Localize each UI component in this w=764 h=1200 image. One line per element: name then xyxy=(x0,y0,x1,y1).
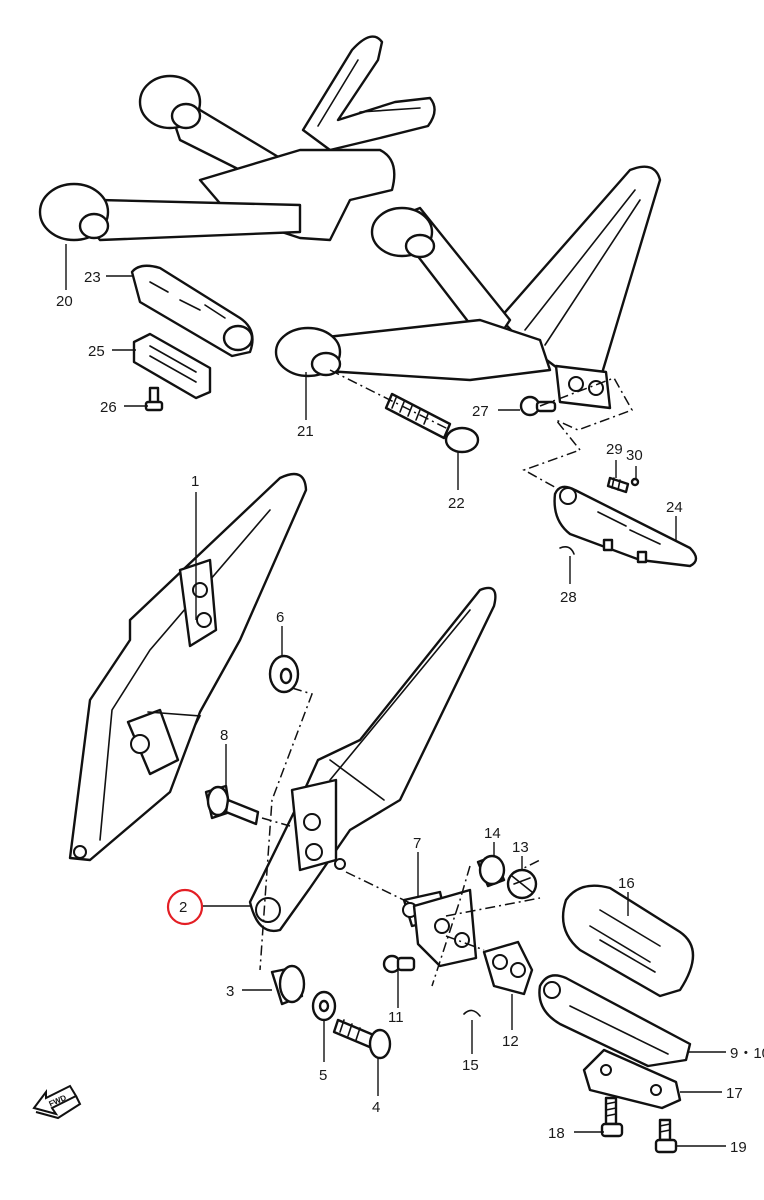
footpeg-rubber-25 xyxy=(132,332,212,400)
bolt-4 xyxy=(332,1018,392,1060)
clip-28 xyxy=(559,546,575,555)
leader-lines xyxy=(65,244,726,1147)
footpeg-rubber-16 xyxy=(561,884,695,998)
callout-16: 16 xyxy=(618,875,635,892)
plate-17 xyxy=(582,1048,682,1110)
footrest-plate-1 xyxy=(68,472,308,862)
callout-1: 1 xyxy=(191,473,199,490)
callout-20: 20 xyxy=(56,293,73,310)
ball-30 xyxy=(630,477,640,487)
callout-19: 19 xyxy=(730,1139,747,1156)
fwd-arrow-icon: FWD xyxy=(32,1084,82,1120)
highlight-circle xyxy=(166,888,204,926)
callout-14: 14 xyxy=(484,825,501,842)
callout-21: 21 xyxy=(297,423,314,440)
screw-19 xyxy=(654,1118,678,1154)
callout-24: 24 xyxy=(666,499,683,516)
screw-18 xyxy=(600,1096,624,1138)
rear-footpeg-23 xyxy=(130,264,254,358)
bracket-12 xyxy=(482,940,534,996)
callout-5: 5 xyxy=(319,1067,327,1084)
bolt-22 xyxy=(384,392,480,454)
callout-30: 30 xyxy=(626,447,643,464)
callout-17: 17 xyxy=(726,1085,743,1102)
rear-bracket-assembly xyxy=(38,35,436,242)
assembly-lines xyxy=(259,369,634,987)
callout-28: 28 xyxy=(560,589,577,606)
bolt-8 xyxy=(204,784,260,826)
callout-4: 4 xyxy=(372,1099,380,1116)
callout-labels: 1 20 23 25 26 21 22 27 29 30 24 28 6 8 2… xyxy=(56,269,764,1156)
callout-11: 11 xyxy=(388,1009,404,1026)
callout-25: 25 xyxy=(88,343,105,360)
footrest-plate-2 xyxy=(248,586,497,933)
washer-6 xyxy=(268,654,300,694)
collar-3 xyxy=(270,964,306,1006)
callout-7: 7 xyxy=(413,835,421,852)
footpeg-9-10 xyxy=(538,974,692,1068)
spring-29 xyxy=(606,476,630,494)
pin-11 xyxy=(382,954,416,974)
callout-15: 15 xyxy=(462,1057,479,1074)
callout-23: 23 xyxy=(84,269,101,286)
callout-13: 13 xyxy=(512,839,529,856)
rear-footpeg-24 xyxy=(553,485,698,568)
callout-26: 26 xyxy=(100,399,117,416)
collar-14 xyxy=(476,854,506,888)
callout-27: 27 xyxy=(472,403,489,420)
callout-9-10: 9・10 xyxy=(730,1045,764,1062)
clip-15 xyxy=(463,1009,481,1017)
callout-2: 2 xyxy=(179,899,187,916)
pin-27 xyxy=(519,395,557,417)
callout-12: 12 xyxy=(502,1033,519,1050)
washer-5 xyxy=(311,990,337,1022)
callout-29: 29 xyxy=(606,441,623,458)
callout-6: 6 xyxy=(276,609,284,626)
callout-22: 22 xyxy=(448,495,465,512)
screw-26 xyxy=(144,386,164,412)
callout-18: 18 xyxy=(548,1125,565,1142)
callout-8: 8 xyxy=(220,727,228,744)
callout-3: 3 xyxy=(226,983,234,1000)
right-rear-bracket xyxy=(274,165,662,410)
pivot-bracket xyxy=(412,888,478,968)
